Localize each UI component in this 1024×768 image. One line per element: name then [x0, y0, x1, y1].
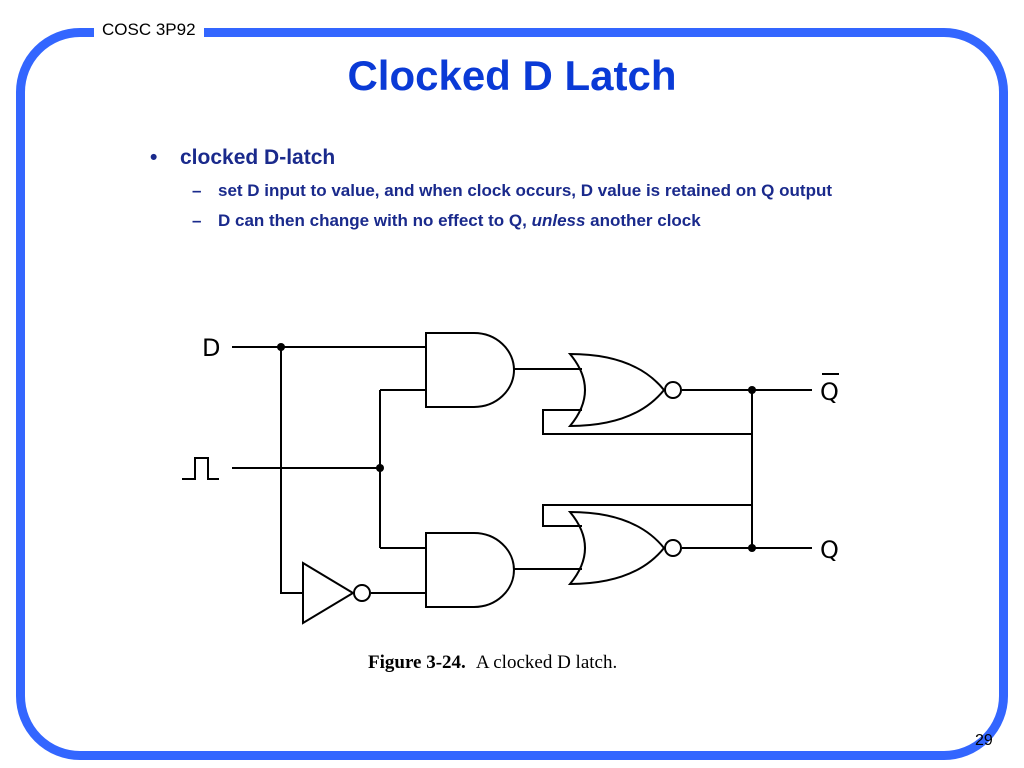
course-label: COSC 3P92: [94, 18, 204, 42]
sub-bullet-emphasis: unless: [531, 211, 586, 230]
label-q: Q: [820, 536, 839, 564]
bullet-item: • clocked D-latch: [150, 143, 890, 173]
caption-text: A clocked D latch.: [475, 652, 618, 673]
label-d: D: [202, 334, 220, 362]
figure-caption: Figure 3-24. A clocked D latch.: [368, 652, 617, 674]
and-gate-bottom: [425, 532, 515, 608]
nor-top-bubble: [664, 381, 682, 399]
junction-q: [748, 544, 756, 552]
and-gate-top: [425, 332, 515, 408]
junction-qbar: [748, 386, 756, 394]
bullet-text: clocked D-latch: [180, 146, 336, 169]
sub-bullet-text-after: another clock: [585, 211, 701, 230]
caption-number: Figure 3-24.: [368, 652, 466, 673]
sub-bullet-text: set D input to value, and when clock occ…: [218, 181, 832, 200]
bullet-list: • clocked D-latch – set D input to value…: [150, 143, 890, 233]
junction-d: [277, 343, 285, 351]
slide-frame: [16, 28, 1008, 760]
d-latch-diagram: D Q Q: [182, 332, 839, 625]
sub-bullet-item: – set D input to value, and when clock o…: [150, 179, 890, 203]
bullet-marker: •: [150, 146, 158, 169]
wire-clock-to-and-top: [379, 389, 426, 548]
wire-feedback-bottom: [542, 409, 753, 548]
sub-bullet-text-before: D can then change with no effect to Q,: [218, 211, 532, 230]
sub-bullet-marker: –: [192, 211, 202, 230]
sub-bullet-item: – D can then change with no effect to Q,…: [150, 209, 890, 233]
not-gate: [302, 561, 355, 625]
wire-d-to-not: [280, 347, 303, 594]
sub-bullet-marker: –: [192, 181, 202, 200]
page-number: 29: [975, 732, 993, 749]
slide-title: Clocked D Latch: [347, 52, 677, 99]
clock-pulse-icon: [182, 457, 219, 480]
not-bubble: [353, 584, 371, 602]
junction-clock: [376, 464, 384, 472]
nor-gate-top: [567, 352, 666, 428]
nor-bottom-bubble: [664, 539, 682, 557]
nor-gate-bottom: [567, 510, 666, 586]
label-qbar: Q: [820, 378, 839, 406]
